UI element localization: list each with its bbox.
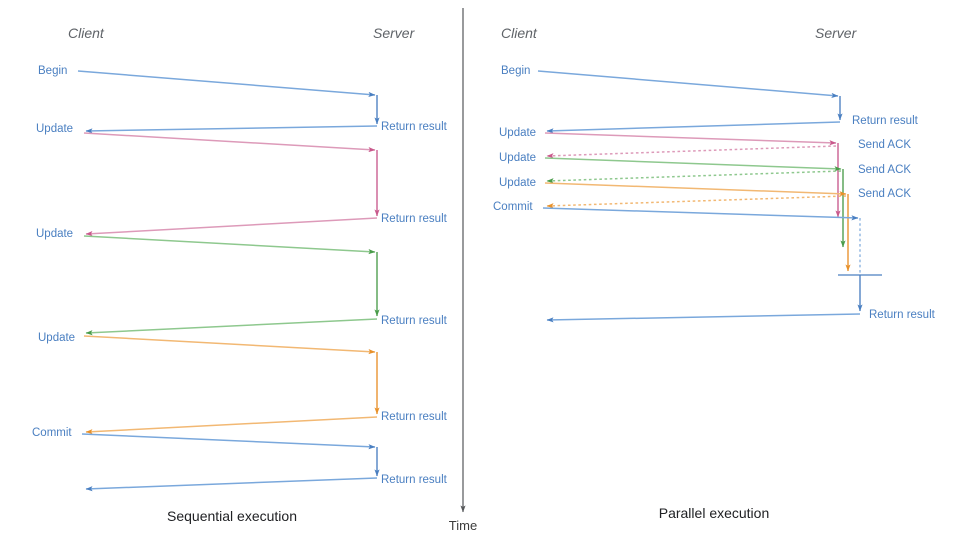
exchange-update-1-exchange (544, 132, 841, 218)
request-arrow (83, 235, 376, 255)
response-arrow (85, 416, 378, 435)
response-arrow (85, 477, 378, 492)
client-message-label-3: Update (38, 332, 75, 344)
response-arrow (85, 318, 378, 336)
response-arrow (85, 125, 378, 134)
panel-caption-sequential: Sequential execution (167, 508, 297, 524)
actor-label-server: Server (373, 25, 416, 41)
server-message-label-1: Send ACK (858, 139, 911, 151)
actor-label-server: Server (815, 25, 858, 41)
client-message-label-1: Update (499, 127, 536, 139)
client-message-label-4: Commit (32, 427, 72, 439)
response-arrow (546, 313, 861, 323)
exchange-update-1-exchange (83, 132, 380, 237)
exchange-update-3-exchange (83, 335, 380, 435)
exchange-commit-exchange (81, 433, 380, 492)
actor-label-client: Client (501, 25, 538, 41)
client-message-label-2: Update (36, 228, 73, 240)
server-message-label-4: Return result (869, 309, 936, 321)
server-message-label-0: Return result (381, 121, 448, 133)
response-arrow (85, 217, 378, 237)
client-message-label-4: Commit (493, 201, 533, 213)
exchange-update-3-exchange (544, 182, 851, 272)
ack-return-arrow (546, 145, 837, 159)
exchange-begin-exchange (77, 70, 380, 134)
server-message-label-1: Return result (381, 213, 448, 225)
request-arrow (542, 207, 859, 221)
request-arrow (544, 182, 847, 197)
client-message-label-0: Begin (38, 65, 67, 77)
server-message-label-3: Return result (381, 411, 448, 423)
client-message-label-1: Update (36, 123, 73, 135)
ack-return-arrow (546, 195, 847, 209)
ack-return-arrow (546, 170, 842, 184)
panel-caption-parallel: Parallel execution (659, 505, 770, 521)
exchange-update-2-exchange (544, 157, 846, 248)
server-message-label-0: Return result (852, 115, 919, 127)
exchange-begin-exchange (537, 70, 843, 134)
server-message-label-2: Send ACK (858, 164, 911, 176)
server-message-label-4: Return result (381, 474, 448, 486)
server-message-label-3: Send ACK (858, 188, 911, 200)
request-arrow (81, 433, 376, 450)
exchange-commit-exchange (542, 207, 882, 323)
client-message-label-3: Update (499, 177, 536, 189)
request-arrow (83, 132, 376, 153)
client-message-label-0: Begin (501, 65, 530, 77)
request-arrow (544, 132, 837, 146)
request-arrow (537, 70, 839, 99)
actor-label-client: Client (68, 25, 105, 41)
time-axis-label: Time (449, 518, 477, 533)
response-arrow (546, 121, 841, 134)
request-arrow (83, 335, 376, 355)
server-message-label-2: Return result (381, 315, 448, 327)
request-arrow (77, 70, 376, 98)
request-arrow (544, 157, 842, 172)
client-message-label-2: Update (499, 152, 536, 164)
exchange-update-2-exchange (83, 235, 380, 336)
